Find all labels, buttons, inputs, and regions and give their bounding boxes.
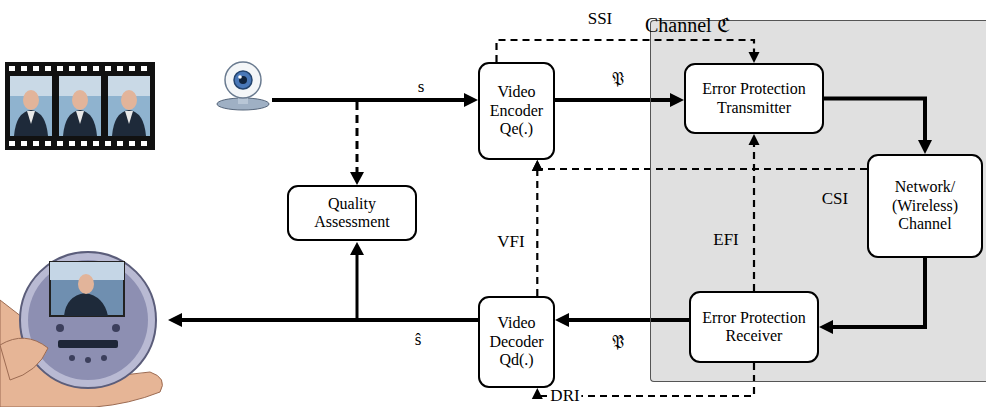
- feedback-connector: [532, 160, 543, 296]
- data-connector: [824, 99, 932, 155]
- node-text: Qd(.): [499, 351, 533, 369]
- process-box: Video EncoderQe(.): [478, 62, 555, 160]
- edge-label: VFI: [495, 233, 526, 252]
- node-text: Error Protection Transmitter: [693, 80, 815, 117]
- data-connector: [819, 258, 925, 334]
- node-text: Video Decoder: [487, 314, 546, 351]
- feedback-connector: [497, 40, 760, 63]
- arrow-head: [464, 93, 478, 107]
- node-text: Qe(.): [500, 120, 533, 138]
- arrow-head: [749, 52, 760, 63]
- decoded-wire: [356, 253, 359, 318]
- source-wire: [272, 98, 466, 102]
- node-text: Error Protection Receiver: [698, 309, 810, 346]
- node-text: Quality Assessment: [296, 195, 408, 232]
- process-box: Error Protection Transmitter: [684, 63, 824, 134]
- arrow-head: [749, 134, 760, 145]
- signal-wires: [168, 93, 478, 327]
- edge-label: 𝔓: [610, 71, 626, 90]
- arrow-head: [532, 160, 543, 171]
- data-connector: [555, 313, 689, 327]
- edge-label: 𝔓̂: [610, 334, 626, 353]
- film-base: [5, 62, 155, 150]
- arrow-head: [918, 140, 932, 154]
- arrow-head: [532, 160, 543, 171]
- arrow-head: [532, 388, 543, 399]
- feedback-connector: [749, 134, 760, 291]
- process-box: Error Protection Receiver: [689, 291, 819, 363]
- signal-name: ŝ: [413, 331, 424, 350]
- signal-name: s: [416, 78, 427, 97]
- node-text: Video Encoder: [487, 83, 546, 120]
- edge-label: SSI: [586, 10, 615, 29]
- channel-band: Channel ℭError Protection TransmitterNet…: [650, 20, 986, 382]
- feedback-connector: [532, 160, 867, 171]
- arrow-head: [350, 172, 364, 185]
- edge-label: EFI: [711, 231, 741, 250]
- data-connector: [555, 93, 684, 107]
- film-frame: [108, 76, 150, 136]
- film-frame: [10, 76, 52, 136]
- webcam: [217, 62, 269, 110]
- reference-wire: [356, 102, 359, 174]
- arrow-head: [819, 320, 833, 334]
- arrow-head: [555, 313, 569, 327]
- arrow-head: [350, 242, 364, 255]
- node-text: Network/ (Wireless) Channel: [876, 178, 974, 233]
- edge-label: DRI: [548, 387, 581, 406]
- film-strip: [5, 62, 155, 150]
- band-title: Channel ℭ: [645, 11, 980, 38]
- process-box: Network/ (Wireless) Channel: [867, 154, 983, 258]
- edge-label: CSI: [820, 190, 850, 209]
- output-wire: [182, 318, 478, 322]
- process-box: Quality Assessment: [287, 185, 417, 241]
- film-frame: [59, 76, 101, 136]
- phone-in-hand: [0, 252, 162, 407]
- arrow-head: [670, 93, 684, 107]
- process-box: Video DecoderQd(.): [478, 296, 555, 388]
- arrow-head: [168, 313, 182, 327]
